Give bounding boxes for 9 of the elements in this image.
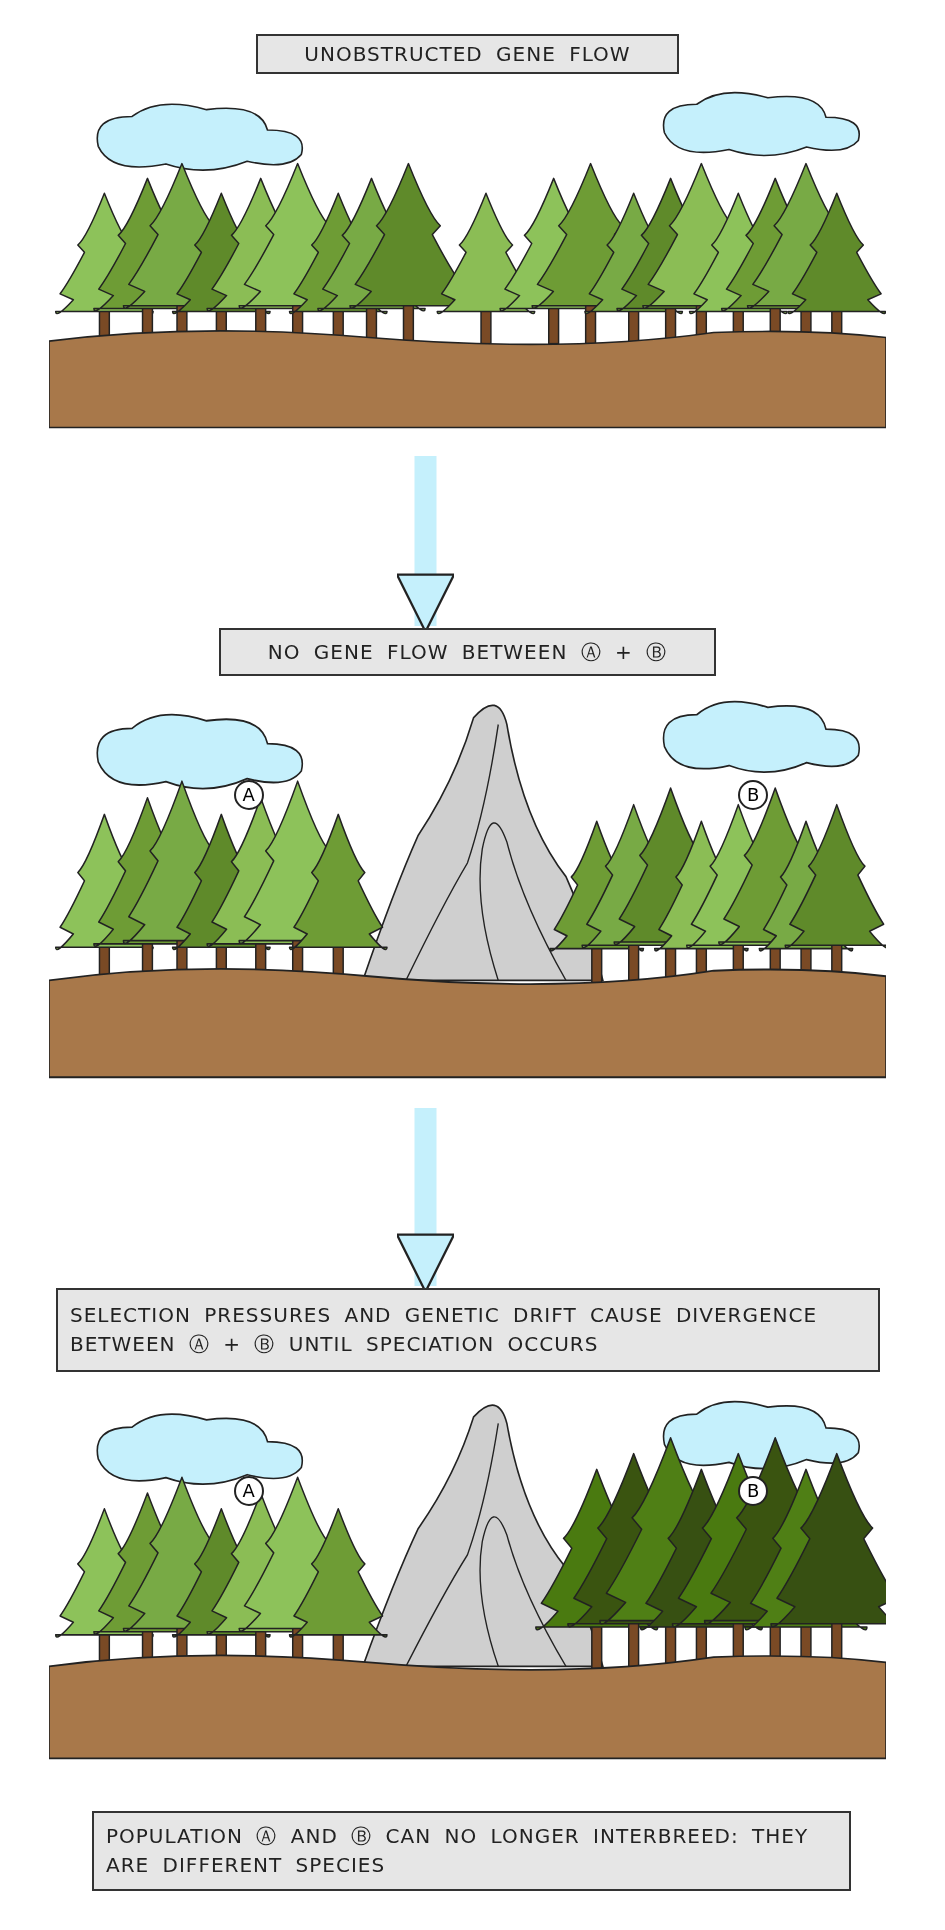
- population-label: B: [738, 779, 769, 810]
- statement-text: POPULATION Ⓐ AND Ⓑ CAN NO LONGER INTERBREED: THEY ARE DIFFERENT SPECIES: [106, 1823, 810, 1879]
- text-panel: [256, 34, 679, 74]
- statement-text: NO GENE FLOW BETWEEN Ⓐ + Ⓑ: [267, 638, 668, 666]
- text-panel: [219, 628, 716, 676]
- statement-text: SELECTION PRESSURES AND GENETIC DRIFT CAUSE DIVERGENCE BETWEEN Ⓐ + Ⓑ UNTIL SPECIATION OCCURS: [70, 1302, 819, 1358]
- text-panel: [56, 1288, 880, 1372]
- text-panel: [92, 1811, 851, 1891]
- statement-text: UNOBSTRUCTED GENE FLOW: [304, 40, 631, 68]
